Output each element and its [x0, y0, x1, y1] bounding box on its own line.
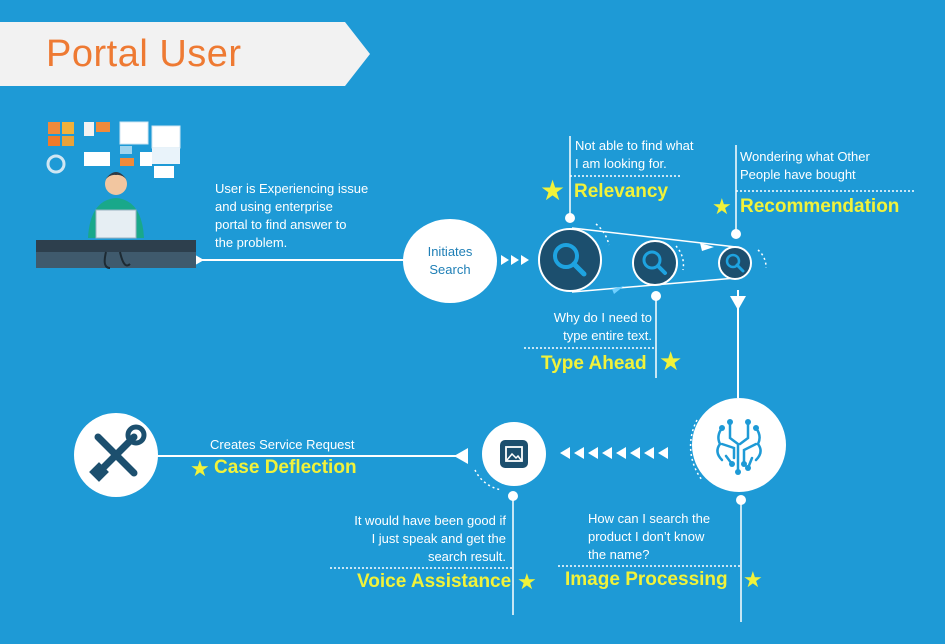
initiates-label: Initiates — [427, 244, 473, 259]
type-ahead-star-icon: ★ — [659, 346, 683, 376]
recommendation-star-icon: ★ — [712, 194, 732, 219]
title-banner: Portal User — [0, 22, 370, 86]
search-label: Search — [429, 262, 471, 277]
recommendation-description: Wondering what Other People have bought — [740, 149, 870, 182]
image-processing-label: Image Processing — [565, 569, 728, 590]
relevancy-star-icon: ★ — [540, 175, 566, 206]
voice-assistance-description: It would have been good if I just speak … — [354, 513, 506, 564]
relevancy-description: Not able to find what I am looking for. — [575, 138, 694, 171]
case-deflection-label: Case Deflection — [214, 457, 357, 478]
magnifier-icon-small — [718, 246, 752, 280]
intro-description: User is Experiencing issue and using ent… — [215, 181, 369, 250]
type-ahead-label: Type Ahead — [541, 353, 647, 374]
voice-assistance-label: Voice Assistance — [357, 571, 512, 592]
voice-assistance-star-icon: ★ — [517, 569, 537, 594]
magnifier-icon-large — [538, 228, 602, 292]
wrench-screwdriver-icon — [74, 413, 158, 497]
initiates-search-node: Initiates Search — [403, 219, 497, 303]
banner-shape — [0, 22, 370, 86]
user-at-desk-icon — [36, 118, 196, 273]
brain-circuit-icon — [692, 398, 786, 492]
type-ahead-description: Why do I need to type entire text. — [553, 310, 652, 343]
page-title: Portal User — [46, 33, 242, 75]
image-node — [482, 422, 546, 486]
relevancy-label: Relevancy — [574, 181, 669, 202]
case-deflection-star-icon: ★ — [190, 456, 210, 481]
image-processing-description: How can I search the product I don’t kno… — [588, 511, 711, 562]
case-deflection-description: Creates Service Request — [210, 437, 355, 452]
recommendation-label: Recommendation — [740, 196, 900, 217]
image-processing-star-icon: ★ — [743, 567, 763, 592]
image-icon — [500, 440, 528, 468]
magnifier-icon-medium — [632, 240, 678, 286]
